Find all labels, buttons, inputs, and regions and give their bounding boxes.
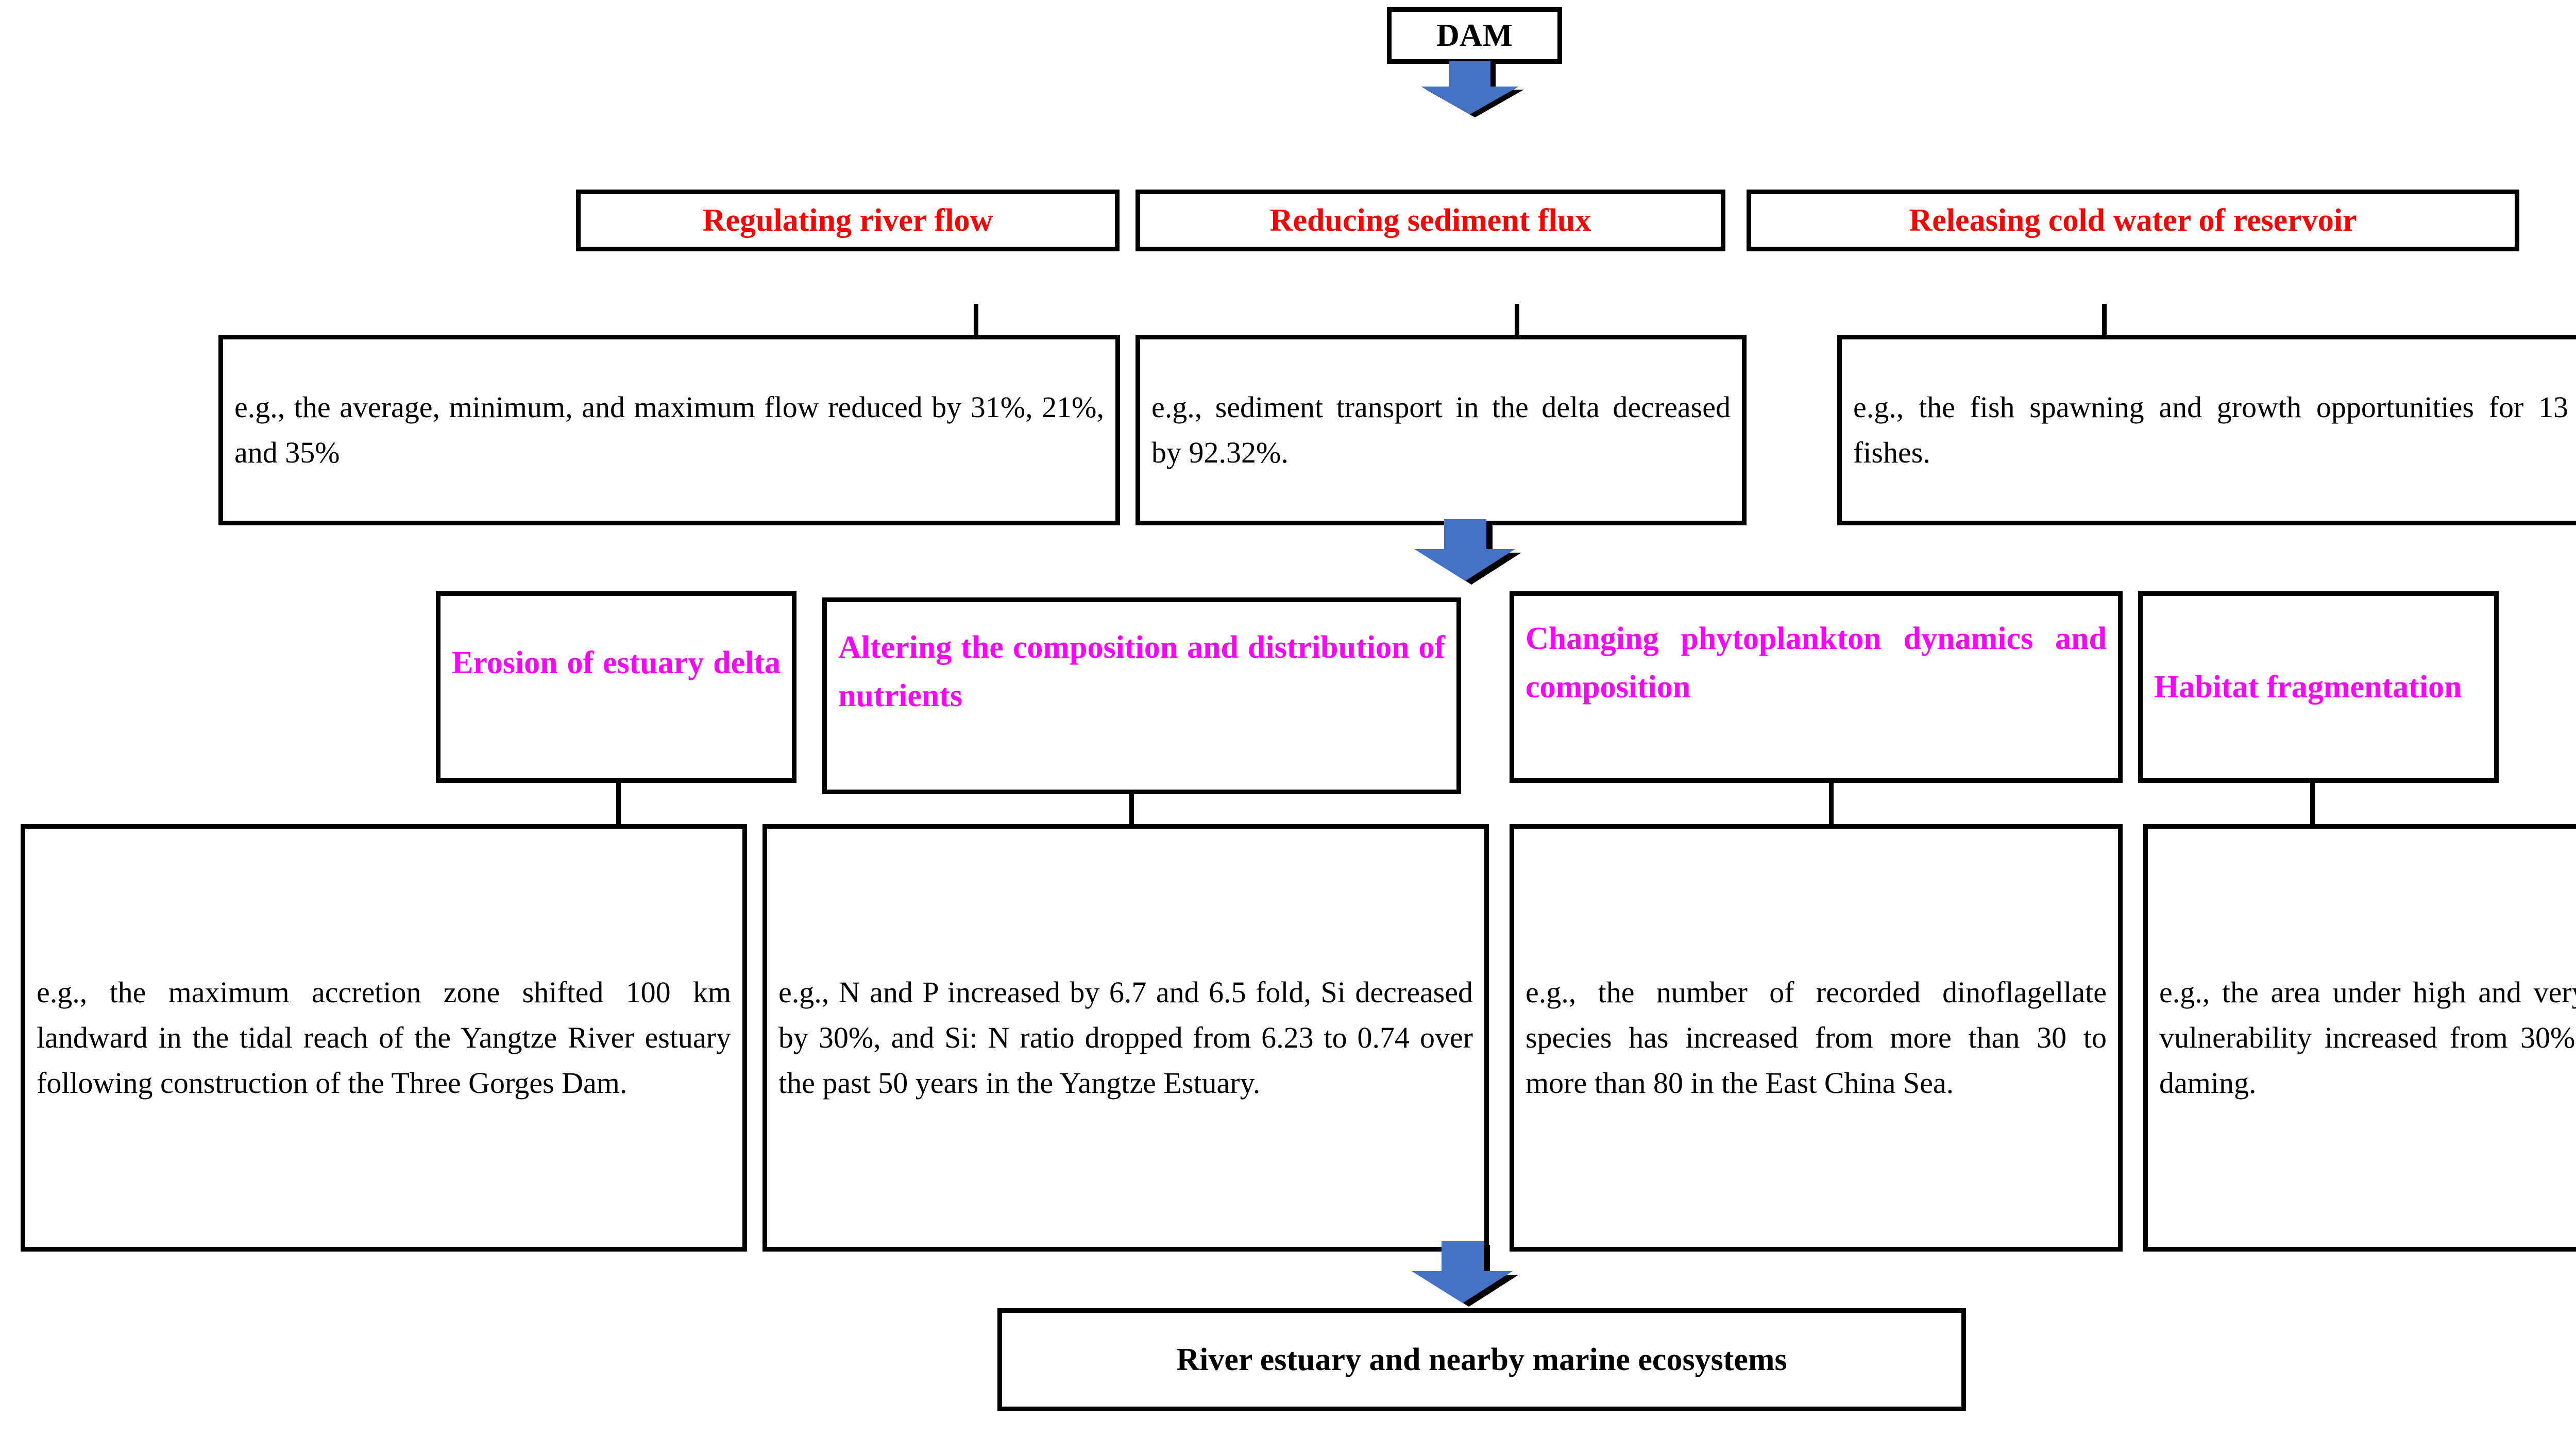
node-example-text: e.g., the number of recorded dinoflagell… <box>1526 975 2107 1100</box>
node-example-text: e.g., N and P increased by 6.7 and 6.5 f… <box>778 975 1473 1100</box>
node-cause-label: Releasing cold water of reservoir <box>1909 202 2357 238</box>
node-cause-label: Reducing sediment flux <box>1269 202 1591 238</box>
node-dam-label: DAM <box>1436 18 1513 53</box>
node-cause-releasing-cold-water[interactable]: Releasing cold water of reservoir <box>1747 190 2519 251</box>
causes-to-effects-arrow <box>1414 519 1528 586</box>
node-example-habitat-vulnerability[interactable]: e.g., the area under high and very high … <box>2143 824 2576 1252</box>
node-example-nutrient-ratios[interactable]: e.g., N and P increased by 6.7 and 6.5 f… <box>762 824 1489 1252</box>
effects-to-outcome-arrow <box>1412 1241 1525 1308</box>
node-example-accretion-zone[interactable]: e.g., the maximum accretion zone shifted… <box>21 824 747 1252</box>
node-example-text: e.g., the fish spawning and growth oppor… <box>1853 390 2568 469</box>
node-effect-label: Altering the composition and distributio… <box>838 629 1445 713</box>
connector-effect3-to-example3 <box>1829 782 1834 825</box>
node-effect-label: Habitat fragmentation <box>2154 669 2462 705</box>
node-example-text: e.g., the area under high and very high … <box>2159 975 2576 1100</box>
node-outcome-river-estuary-ecosystems[interactable]: River estuary and nearby marine ecosyste… <box>997 1308 1966 1411</box>
node-effect-habitat-fragmentation[interactable]: Habitat fragmentation <box>2138 591 2499 783</box>
node-effect-altering-nutrients[interactable]: Altering the composition and distributio… <box>822 597 1461 794</box>
node-example-text: e.g., sediment transport in the delta de… <box>1151 390 1731 469</box>
node-outcome-label: River estuary and nearby marine ecosyste… <box>1176 1342 1787 1377</box>
node-example-text: e.g., the maximum accretion zone shifted… <box>37 975 731 1100</box>
node-effect-changing-phytoplankton[interactable]: Changing phytoplankton dynamics and comp… <box>1510 591 2123 783</box>
connector-effect1-to-example1 <box>616 782 621 825</box>
node-cause-reducing-sediment-flux[interactable]: Reducing sediment flux <box>1136 190 1725 251</box>
node-example-sediment-transport[interactable]: e.g., sediment transport in the delta de… <box>1136 335 1747 525</box>
node-cause-label: Regulating river flow <box>702 202 993 238</box>
connector-cause1-to-example1 <box>974 304 978 345</box>
node-example-text: e.g., the average, minimum, and maximum … <box>234 390 1104 469</box>
node-example-fish-spawning[interactable]: e.g., the fish spawning and growth oppor… <box>1837 335 2576 525</box>
connector-cause2-to-example2 <box>1515 304 1519 345</box>
node-cause-regulating-river-flow[interactable]: Regulating river flow <box>576 190 1120 251</box>
node-example-river-flow[interactable]: e.g., the average, minimum, and maximum … <box>218 335 1120 525</box>
connector-effect2-to-example2 <box>1129 793 1134 825</box>
node-effect-erosion-of-estuary-delta[interactable]: Erosion of estuary delta <box>436 591 796 783</box>
node-dam[interactable]: DAM <box>1387 7 1562 64</box>
connector-cause3-to-example3 <box>2102 304 2107 345</box>
dam-to-causes-arrow <box>1421 61 1529 117</box>
node-example-dinoflagellate-species[interactable]: e.g., the number of recorded dinoflagell… <box>1510 824 2123 1252</box>
node-effect-label: Erosion of estuary delta <box>452 645 781 680</box>
node-effect-label: Changing phytoplankton dynamics and comp… <box>1526 621 2107 705</box>
connector-effect4-to-example4 <box>2310 782 2315 825</box>
